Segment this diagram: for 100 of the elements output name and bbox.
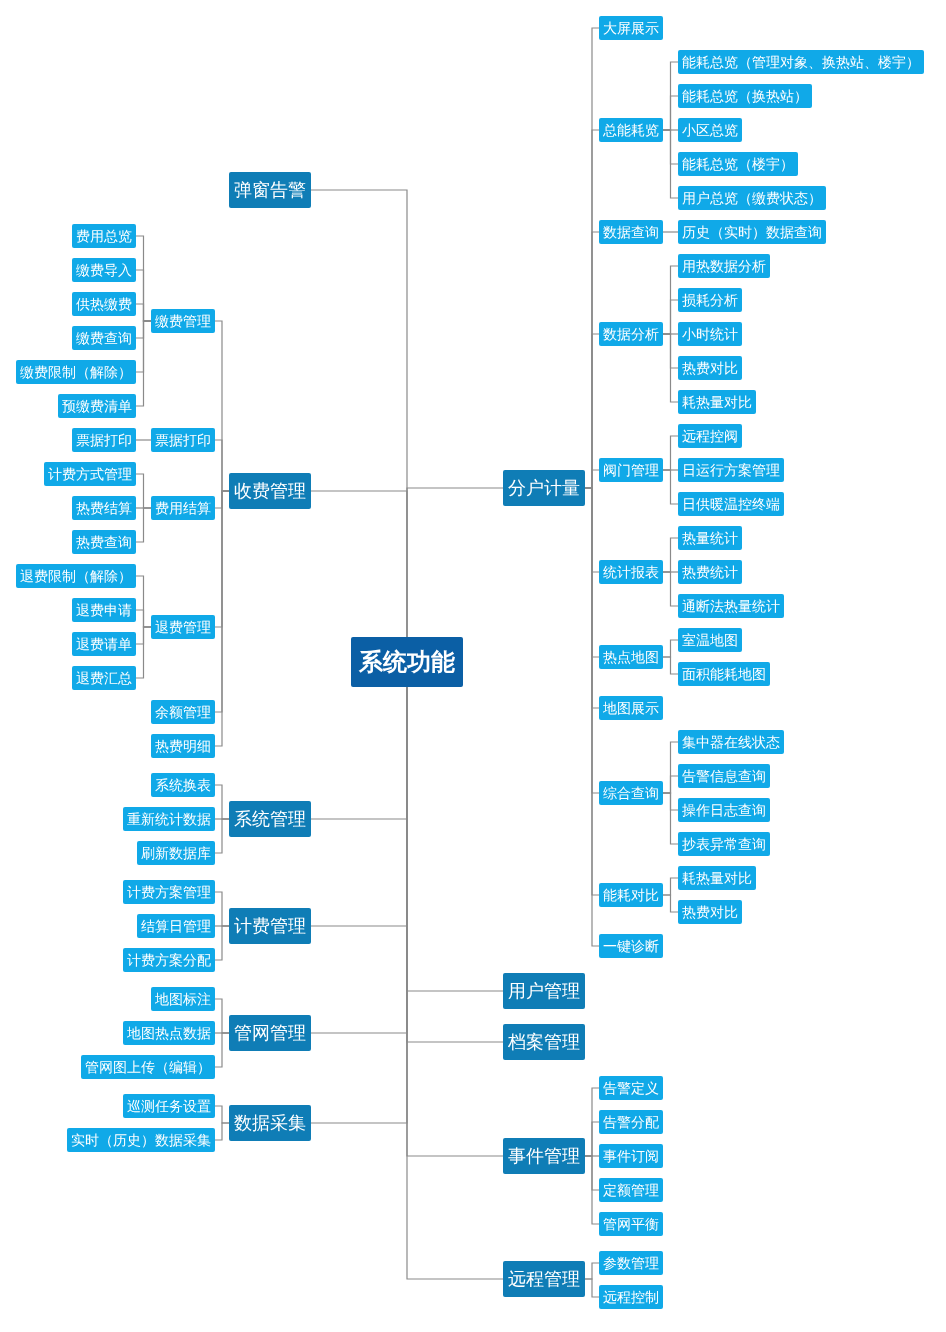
subtopic-box: 热费对比 [678, 900, 742, 924]
subtopic-box: 操作日志查询 [678, 798, 770, 822]
connector-line [135, 507, 152, 543]
branch-topic-box: 档案管理 [503, 1024, 585, 1060]
connector-line [662, 571, 679, 607]
subtopic-box: 能耗总览（楼宇） [678, 152, 798, 176]
branch-topic-box: 收费管理 [229, 473, 311, 509]
subtopic-box: 热费统计 [678, 560, 742, 584]
subtopic-box: 能耗总览（管理对象、换热站、楼宇） [678, 50, 924, 74]
subtopic-box: 损耗分析 [678, 288, 742, 312]
subtopic-box: 数据查询 [599, 220, 663, 244]
subtopic-box: 缴费管理 [151, 309, 215, 333]
subtopic-box: 通断法热量统计 [678, 594, 784, 618]
subtopic-box: 小时统计 [678, 322, 742, 346]
subtopic-box: 热费查询 [72, 530, 136, 554]
subtopic-box: 巡测任务设置 [123, 1094, 215, 1118]
subtopic-box: 结算日管理 [137, 914, 215, 938]
branch-topic-box: 管网管理 [229, 1015, 311, 1051]
subtopic-box: 预缴费清单 [58, 394, 136, 418]
subtopic-box: 缴费导入 [72, 258, 136, 282]
subtopic-box: 地图标注 [151, 987, 215, 1011]
subtopic-box: 热费结算 [72, 496, 136, 520]
connector-line [662, 792, 679, 845]
subtopic-box: 地图展示 [599, 696, 663, 720]
subtopic-box: 余额管理 [151, 700, 215, 724]
subtopic-box: 系统换表 [151, 773, 215, 797]
subtopic-box: 计费方式管理 [44, 462, 136, 486]
subtopic-box: 票据打印 [151, 428, 215, 452]
subtopic-box: 一键诊断 [599, 934, 663, 958]
subtopic-box: 缴费查询 [72, 326, 136, 350]
subtopic-box: 供热缴费 [72, 292, 136, 316]
subtopic-box: 热量统计 [678, 526, 742, 550]
subtopic-box: 总能耗览 [599, 118, 663, 142]
subtopic-box: 日运行方案管理 [678, 458, 784, 482]
subtopic-box: 缴费限制（解除） [16, 360, 136, 384]
branch-topic-box: 系统管理 [229, 801, 311, 837]
subtopic-box: 用热数据分析 [678, 254, 770, 278]
connector-line [135, 320, 152, 407]
subtopic-box: 耗热量对比 [678, 866, 756, 890]
subtopic-box: 刷新数据库 [137, 841, 215, 865]
subtopic-box: 重新统计数据 [123, 807, 215, 831]
connector-line [662, 656, 679, 675]
connector-line [584, 1155, 600, 1225]
connector-line [662, 231, 679, 233]
subtopic-box: 热点地图 [599, 645, 663, 669]
subtopic-box: 告警信息查询 [678, 764, 770, 788]
subtopic-box: 退费请单 [72, 632, 136, 656]
subtopic-box: 阀门管理 [599, 458, 663, 482]
connector-line [214, 1032, 230, 1068]
subtopic-box: 参数管理 [599, 1251, 663, 1275]
subtopic-box: 退费汇总 [72, 666, 136, 690]
subtopic-box: 实时（历史）数据采集 [67, 1128, 215, 1152]
subtopic-box: 计费方案分配 [123, 948, 215, 972]
subtopic-box: 地图热点数据 [123, 1021, 215, 1045]
subtopic-box: 定额管理 [599, 1178, 663, 1202]
connector-line [584, 1278, 600, 1298]
subtopic-box: 管网平衡 [599, 1212, 663, 1236]
branch-topic-box: 分户计量 [503, 470, 585, 506]
subtopic-box: 费用结算 [151, 496, 215, 520]
subtopic-box: 抄表异常查询 [678, 832, 770, 856]
subtopic-box: 退费限制（解除） [16, 564, 136, 588]
central-topic-box: 系统功能 [351, 637, 463, 687]
branch-topic-box: 用户管理 [503, 973, 585, 1009]
subtopic-box: 耗热量对比 [678, 390, 756, 414]
subtopic-box: 集中器在线状态 [678, 730, 784, 754]
subtopic-box: 大屏展示 [599, 16, 663, 40]
branch-topic-box: 事件管理 [503, 1138, 585, 1174]
subtopic-box: 远程控阀 [678, 424, 742, 448]
subtopic-box: 退费申请 [72, 598, 136, 622]
subtopic-box: 统计报表 [599, 560, 663, 584]
connector-line [214, 925, 230, 961]
branch-topic-box: 数据采集 [229, 1105, 311, 1141]
connector-line [214, 1122, 230, 1141]
subtopic-box: 面积能耗地图 [678, 662, 770, 686]
connector-line [406, 487, 504, 638]
subtopic-box: 日供暖温控终端 [678, 492, 784, 516]
branch-topic-box: 计费管理 [229, 908, 311, 944]
connector-line [662, 333, 679, 403]
subtopic-box: 费用总览 [72, 224, 136, 248]
subtopic-box: 退费管理 [151, 615, 215, 639]
subtopic-box: 历史（实时）数据查询 [678, 220, 826, 244]
connector-line [662, 894, 679, 913]
subtopic-box: 热费明细 [151, 734, 215, 758]
subtopic-box: 小区总览 [678, 118, 742, 142]
subtopic-box: 告警定义 [599, 1076, 663, 1100]
subtopic-box: 远程控制 [599, 1285, 663, 1309]
branch-topic-box: 弹窗告警 [229, 172, 311, 208]
connector-line [135, 626, 152, 679]
branch-topic-box: 远程管理 [503, 1261, 585, 1297]
connector-line [662, 469, 679, 505]
subtopic-box: 事件订阅 [599, 1144, 663, 1168]
subtopic-box: 能耗总览（换热站） [678, 84, 812, 108]
subtopic-box: 用户总览（缴费状态） [678, 186, 826, 210]
subtopic-box: 室温地图 [678, 628, 742, 652]
subtopic-box: 能耗对比 [599, 883, 663, 907]
subtopic-box: 数据分析 [599, 322, 663, 346]
subtopic-box: 计费方案管理 [123, 880, 215, 904]
subtopic-box: 综合查询 [599, 781, 663, 805]
connector-line [214, 818, 230, 854]
connector-line [662, 129, 679, 199]
